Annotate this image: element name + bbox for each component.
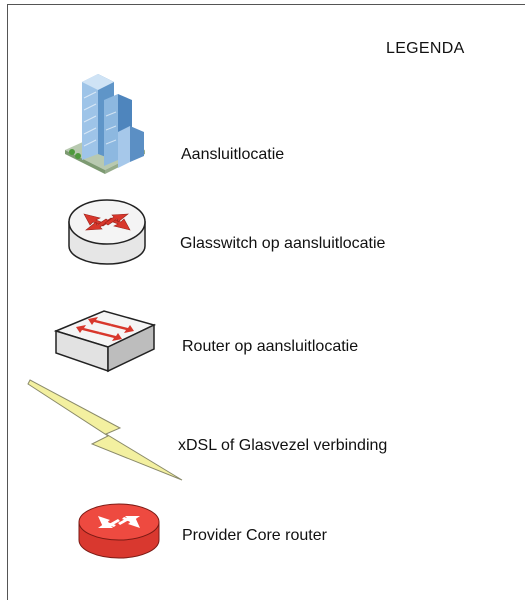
- legend-item-label: Provider Core router: [182, 527, 327, 544]
- legend-item-label: Aansluitlocatie: [181, 146, 285, 163]
- lightning-link-icon: [26, 376, 186, 491]
- legend-item-label: Router op aansluitlocatie: [182, 338, 359, 355]
- legend-title: LEGENDA: [386, 40, 465, 57]
- router-icon: [52, 305, 160, 382]
- legend-frame: [7, 4, 525, 600]
- legend-item-label: Glasswitch op aansluitlocatie: [180, 235, 386, 252]
- legend-item-label: xDSL of Glasvezel verbinding: [178, 437, 388, 454]
- core-router-icon: [76, 496, 162, 571]
- building-icon: [60, 70, 155, 185]
- glass-switch-icon: [66, 192, 148, 277]
